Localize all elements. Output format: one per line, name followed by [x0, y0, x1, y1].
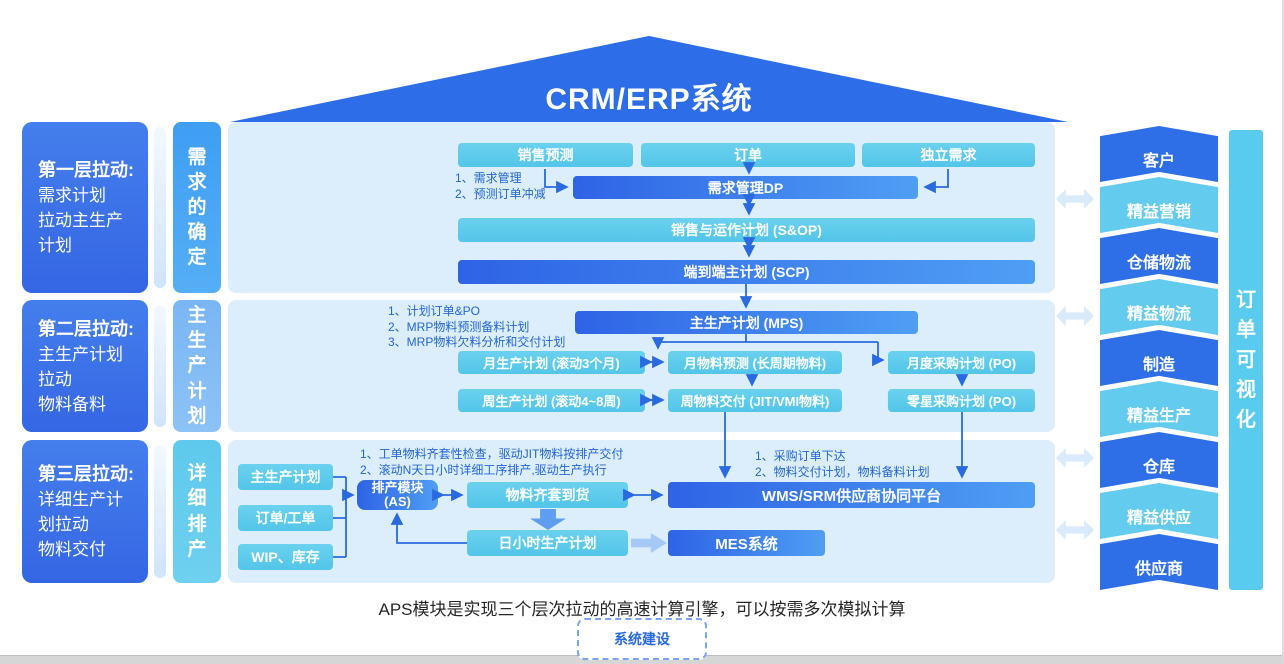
system-construction-button[interactable]: 系统建设 [577, 618, 707, 660]
note-purchasing: 1、采购订单下达 2、物料交付计划，物料备料计划 [755, 449, 930, 479]
pull-layer-2-line: 物料备料 [38, 394, 106, 414]
node-weekly-production-plan: 周生产计划 (滚动4~8周) [458, 389, 645, 412]
pull-layer-2-line: 拉动 [38, 369, 72, 389]
aps-module-label: 排产模块 [371, 480, 424, 495]
chevron-customer: 客户 [1100, 126, 1218, 182]
pull-layer-3-line: 详细生产计 [38, 490, 123, 509]
chevron-lean-supply: 精益供应 [1100, 483, 1218, 539]
node-monthly-po: 月度采购计划 (PO) [888, 351, 1035, 374]
chevron-lean-marketing: 精益营销 [1100, 177, 1218, 233]
node-weekly-material-delivery: 周物料交付 (JIT/VMI物料) [668, 389, 842, 412]
node-orders: 订单 [641, 143, 855, 167]
order-visibility-bar: 订单可视化 [1229, 130, 1263, 590]
node-mes-system: MES系统 [668, 530, 825, 556]
stage-bar-demand-label: 需求的确定 [187, 146, 207, 269]
input-wip-inventory: WIP、库存 [238, 544, 333, 570]
pull-layer-3-line: 划拉动 [38, 515, 89, 534]
node-sop: 销售与运作计划 (S&OP) [458, 218, 1035, 242]
pull-layer-2-label: 第二层拉动: 主生产计划 拉动 物料备料 [22, 300, 148, 432]
diagram-title: CRM/ERP系统 [545, 83, 753, 116]
pull-layer-1-label: 第一层拉动: 需求计划 拉动主生产 计划 [22, 122, 148, 293]
pull-layer-1-line: 拉动主生产 [38, 211, 123, 230]
pull-layer-1-head: 第一层拉动: [38, 160, 134, 180]
double-arrow-icon [1056, 189, 1094, 209]
stage-bar-demand: 需求的确定 [173, 122, 221, 293]
node-mps: 主生产计划 (MPS) [575, 311, 918, 334]
stage-bar-mps: 主生产计划 [173, 300, 221, 432]
panel-scheduling [228, 440, 1055, 583]
node-monthly-production-plan: 月生产计划 (滚动3个月) [458, 351, 645, 374]
chevron-lean-logistics: 精益物流 [1100, 279, 1218, 335]
pull-layer-2-line: 主生产计划 [38, 344, 123, 364]
chevron-lean-production: 精益生产 [1100, 381, 1218, 437]
stage-bar-mps-label: 主生产计划 [187, 305, 207, 427]
double-arrow-icon [1056, 306, 1094, 326]
stage-bar-scheduling: 详细排产 [173, 440, 221, 583]
node-sporadic-po: 零星采购计划 (PO) [888, 389, 1035, 412]
chevron-warehouse: 仓库 [1100, 432, 1218, 488]
aps-caption: APS模块是实现三个层次拉动的高速计算引擎，可以按需多次模拟计算 [378, 600, 906, 619]
node-material-kitting: 物料齐套到货 [467, 482, 628, 508]
aps-module-sublabel: (AS) [384, 494, 411, 509]
chevron-warehouse-logistics: 仓储物流 [1100, 228, 1218, 284]
divider-sliver [154, 305, 166, 427]
pull-layer-1-line: 计划 [38, 236, 72, 255]
order-visibility-label: 订单可视化 [1236, 289, 1256, 431]
divider-sliver [154, 445, 166, 578]
divider-sliver [154, 127, 166, 288]
note-mps: 1、计划订单&PO 2、MRP物料预测备料计划 3、MRP物料欠料分析和交付计划 [388, 304, 566, 349]
node-scp: 端到端主计划 (SCP) [458, 260, 1035, 284]
node-demand-planning-dp: 需求管理DP [573, 176, 918, 199]
stage-bar-scheduling-label: 详细排产 [187, 463, 207, 560]
pull-layer-1-line: 需求计划 [38, 186, 106, 205]
note-scheduling: 1、工单物料齐套性检查，驱动JIT物料按排产交付 2、滚动N天日小时详细工序排产… [360, 447, 624, 477]
input-master-plan: 主生产计划 [238, 464, 333, 490]
node-sales-forecast: 销售预测 [458, 143, 633, 167]
node-independent-demand: 独立需求 [862, 143, 1035, 167]
chevron-supplier: 供应商 [1100, 534, 1218, 590]
pull-layer-3-label: 第三层拉动: 详细生产计 划拉动 物料交付 [22, 440, 148, 583]
note-demand: 1、需求管理 2、预测订单冲减 [455, 171, 546, 201]
pull-layer-3-head: 第三层拉动: [38, 464, 134, 484]
node-monthly-material-forecast: 月物料预测 (长周期物料) [668, 351, 842, 374]
right-edge-line [1282, 0, 1284, 664]
node-daily-hourly-plan: 日小时生产计划 [467, 530, 628, 556]
node-aps-module: 排产模块 (AS) [357, 480, 438, 510]
pull-layer-3-line: 物料交付 [38, 540, 106, 559]
node-wms-srm-platform: WMS/SRM供应商协同平台 [668, 482, 1035, 508]
double-arrow-icon [1056, 520, 1094, 540]
double-arrow-icon [1056, 448, 1094, 468]
input-work-orders: 订单/工单 [238, 505, 333, 531]
pull-layer-2-head: 第二层拉动: [38, 318, 134, 339]
chevron-manufacturing: 制造 [1100, 330, 1218, 386]
